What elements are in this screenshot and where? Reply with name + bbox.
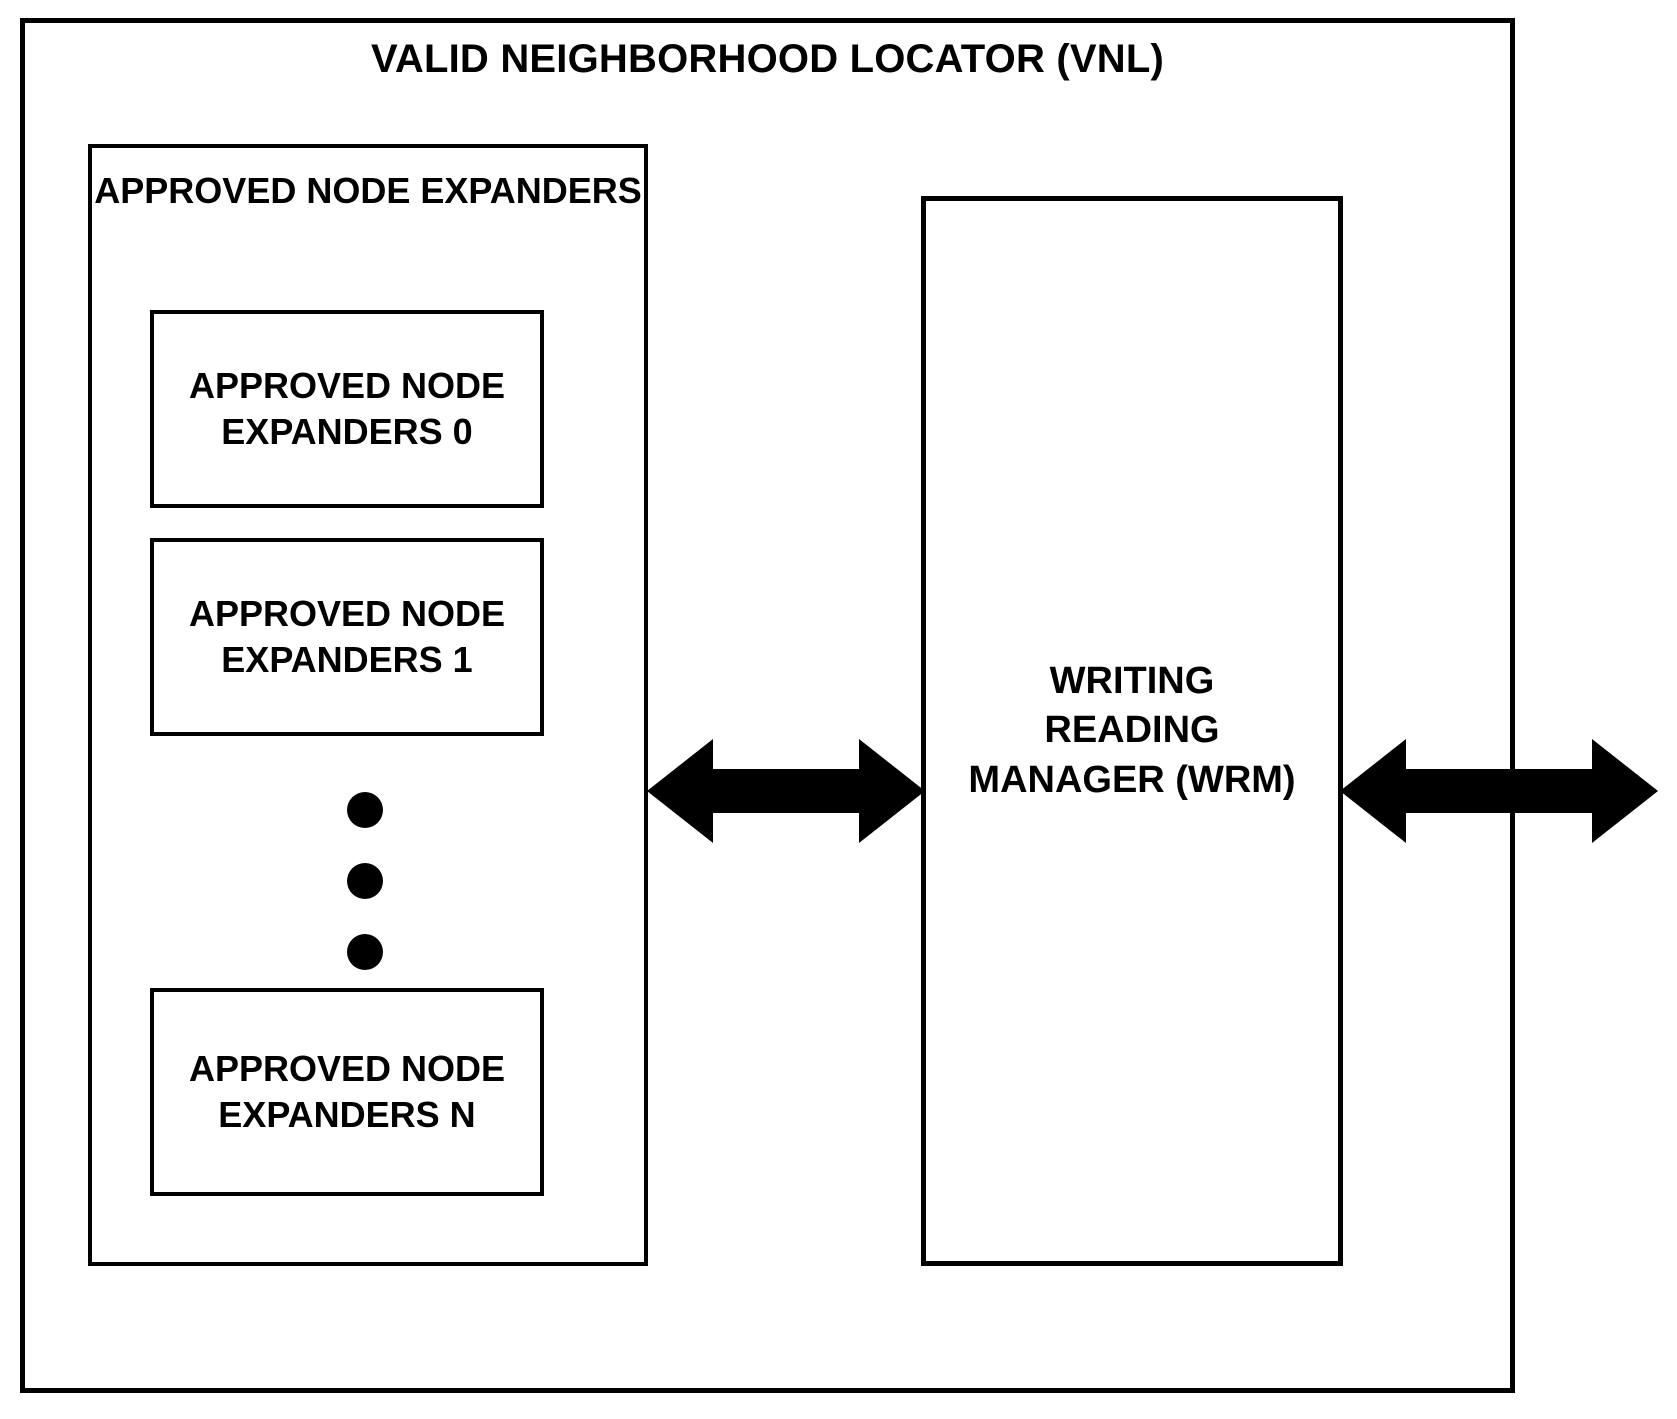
approved-node-expanders-group-title: APPROVED NODE EXPANDERS [94,170,642,211]
wrm-label-line-2: READING [1044,709,1220,752]
approved-node-expander-box-n: APPROVED NODE EXPANDERS N [150,988,544,1196]
approved-node-expander-label-n: APPROVED NODE EXPANDERS N [188,1047,506,1135]
ellipsis-dot-3 [347,934,383,970]
ellipsis-dot-1 [347,792,383,828]
vnl-outer-block [20,18,1515,1393]
approved-node-expander-label-1: APPROVED NODE EXPANDERS 1 [188,592,506,680]
ellipsis-dot-2 [347,863,383,899]
approved-node-expander-box-1: APPROVED NODE EXPANDERS 1 [150,538,544,736]
vnl-title: VALID NEIGHBORHOOD LOCATOR (VNL) [370,37,1165,81]
approved-node-expanders-group [88,144,648,1266]
wrm-label-line-3: MANAGER (WRM) [968,758,1296,801]
double-arrow-icon-ane-to-wrm [647,731,925,851]
wrm-label-line-1: WRITING [1049,659,1215,702]
approved-node-expander-box-0: APPROVED NODE EXPANDERS 0 [150,310,544,508]
approved-node-expander-label-0: APPROVED NODE EXPANDERS 0 [188,364,506,452]
vertical-ellipsis-icon [325,792,405,970]
double-arrow-icon-wrm-to-external [1340,731,1658,851]
writing-reading-manager-label: WRITING READING MANAGER (WRM) [962,657,1301,805]
writing-reading-manager-block: WRITING READING MANAGER (WRM) [921,196,1343,1266]
